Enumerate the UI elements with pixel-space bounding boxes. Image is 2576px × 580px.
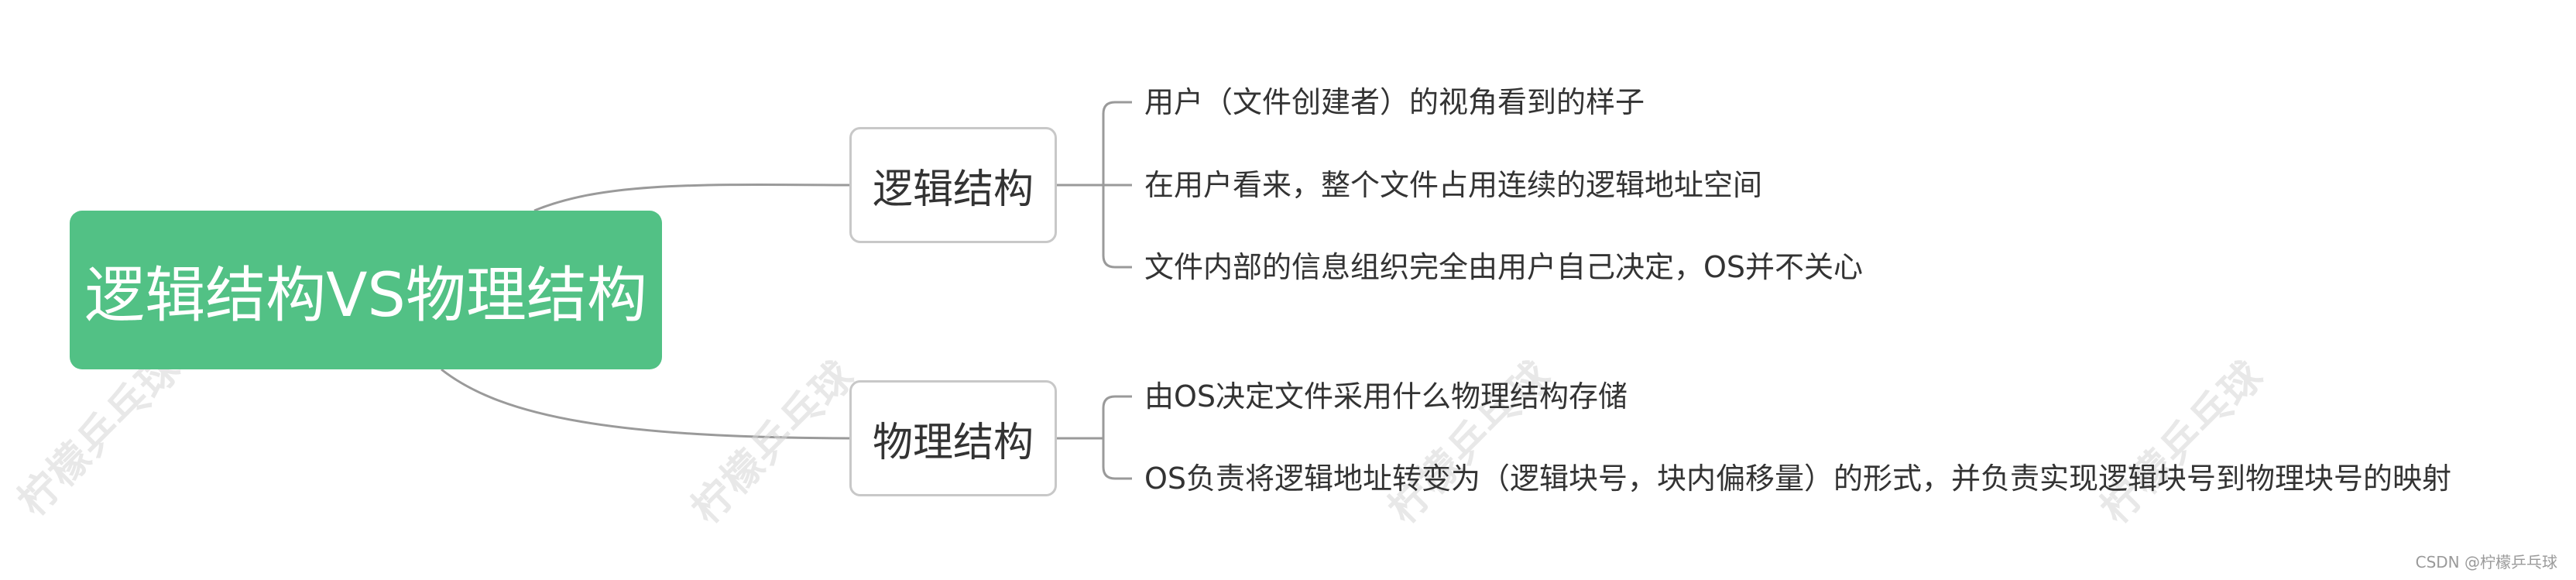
branch-label: 逻辑结构: [872, 166, 1034, 213]
credit-text: CSDN @柠檬乒乓球: [2415, 553, 2557, 571]
connector-root-logic: [533, 184, 850, 212]
leaf-physical-2[interactable]: OS负责将逻辑地址转变为（逻辑块号，块内偏移量）的形式，并负责实现逻辑块号到物理…: [1144, 462, 2452, 496]
leaf-logical-3[interactable]: 文件内部的信息组织完全由用户自己决定，OS并不关心: [1144, 250, 1864, 284]
root-node[interactable]: 逻辑结构VS物理结构: [70, 211, 662, 369]
bracket-logic: [1057, 101, 1132, 269]
branch-node-physical-structure[interactable]: 物理结构: [849, 380, 1057, 496]
branch-node-logical-structure[interactable]: 逻辑结构: [849, 127, 1057, 243]
root-label: 逻辑结构VS物理结构: [84, 260, 647, 331]
leaf-logical-2[interactable]: 在用户看来，整个文件占用连续的逻辑地址空间: [1144, 168, 1763, 202]
connector-root-physical: [441, 368, 850, 440]
branch-label: 物理结构: [872, 419, 1034, 466]
leaf-logical-1[interactable]: 用户（文件创建者）的视角看到的样子: [1144, 85, 1645, 119]
bracket-physical: [1057, 395, 1132, 480]
leaf-physical-1[interactable]: 由OS决定文件采用什么物理结构存储: [1144, 379, 1628, 414]
